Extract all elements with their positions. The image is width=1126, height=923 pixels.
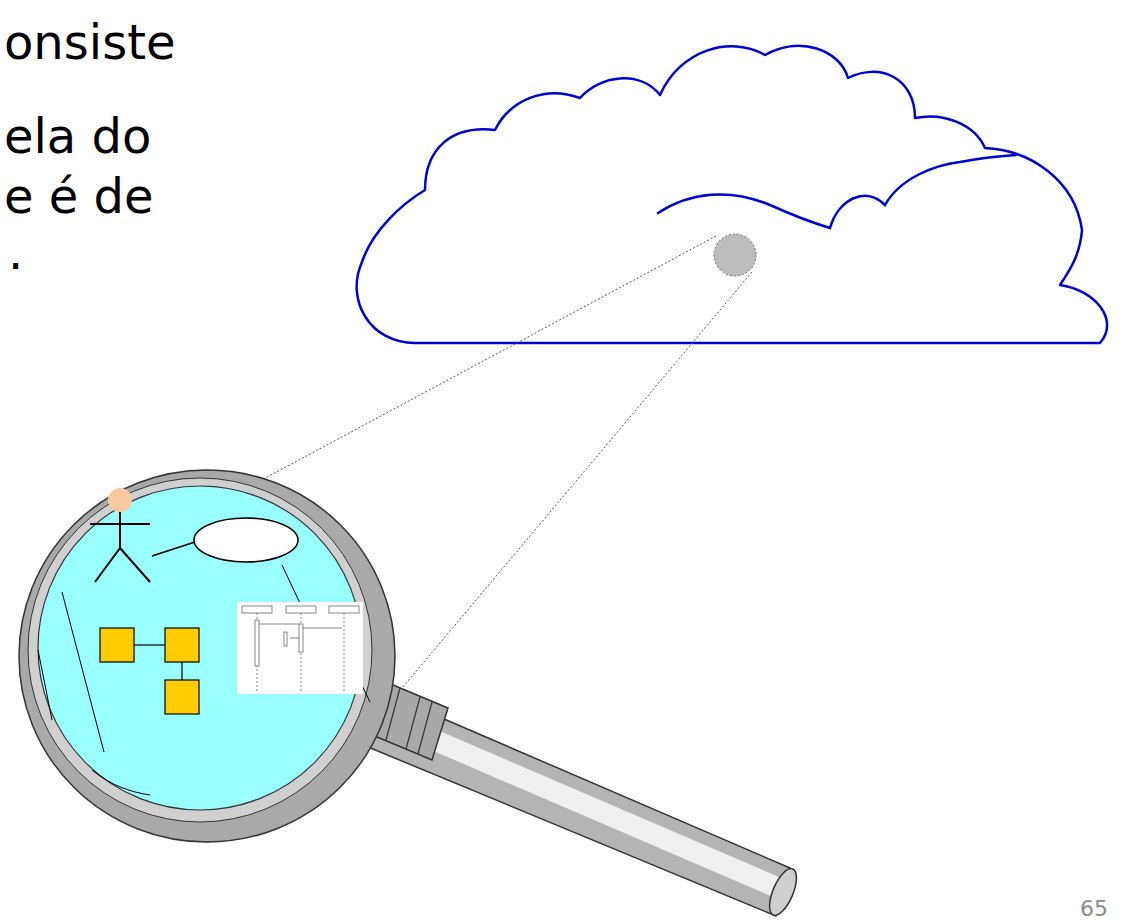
lens-rim <box>19 470 395 842</box>
lens-glare <box>38 565 370 795</box>
body-text-fragment: e é de <box>4 172 154 220</box>
cloud-inner-arc <box>658 155 1016 228</box>
body-text-fragment: onsiste <box>4 18 176 66</box>
actor-symbol <box>90 488 195 582</box>
sequence-thumbnail <box>237 602 363 694</box>
use-case-ellipse <box>194 518 298 562</box>
magnifier-handle <box>346 672 802 919</box>
body-text-fragment: ela do <box>4 112 151 160</box>
zoom-spot <box>714 234 756 276</box>
class-diagram <box>100 628 199 714</box>
zoom-line <box>392 272 752 700</box>
cloud-outline <box>357 46 1107 343</box>
body-text-fragment: . <box>8 228 23 276</box>
lens-rim-inner <box>28 478 372 822</box>
lens-glass <box>38 486 362 810</box>
page-number: 65 <box>1080 898 1108 920</box>
